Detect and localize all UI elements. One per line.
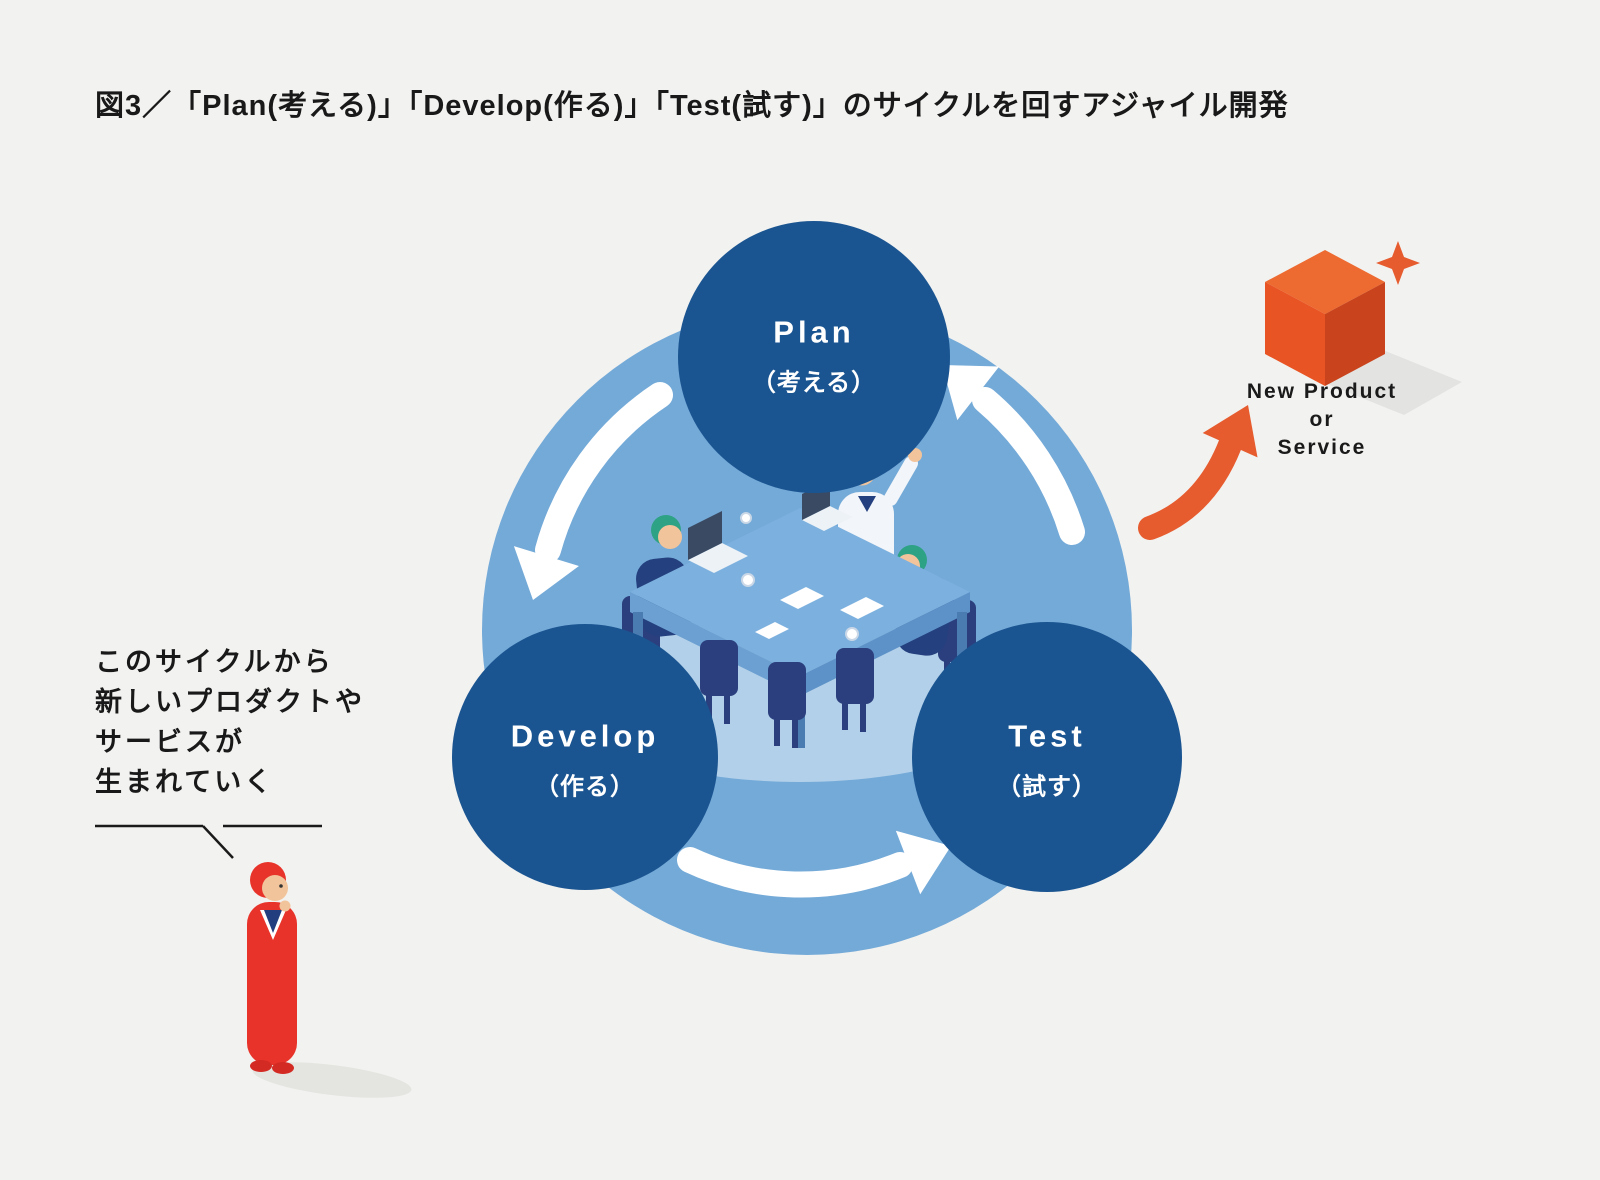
note-callout-line xyxy=(95,824,322,859)
figure-title: 図3／「Plan(考える)」「Develop(作る)」「Test(試す)」のサイ… xyxy=(95,90,1289,122)
plan-circle xyxy=(678,221,950,493)
test-circle xyxy=(912,622,1182,892)
cycle-arrow-test-to-plan xyxy=(942,365,1085,545)
side-note-line-3: サービスが xyxy=(95,727,245,757)
side-note-line-4: 生まれていく xyxy=(95,767,275,797)
product-cube-icon xyxy=(1265,241,1462,415)
outcome-label: New Product or Service xyxy=(1247,378,1397,462)
develop-circle xyxy=(452,624,718,890)
outcome-line-2: or xyxy=(1309,408,1335,431)
cycle-arrow-develop-to-test xyxy=(677,830,951,898)
outcome-line-1: New Product xyxy=(1246,380,1398,403)
side-note-line-2: 新しいプロダクトや xyxy=(95,687,365,717)
sparkle-icon xyxy=(1376,241,1420,285)
side-note: このサイクルから 新しいプロダクトや サービスが 生まれていく xyxy=(95,642,365,802)
front-chairs-icon xyxy=(700,640,874,748)
side-note-line-1: このサイクルから xyxy=(95,647,334,677)
outcome-line-3: Service xyxy=(1277,436,1367,459)
cycle-arrow-plan-to-develop xyxy=(513,382,673,600)
character-icon xyxy=(247,862,412,1098)
outcome-arrow-icon xyxy=(1138,405,1258,540)
